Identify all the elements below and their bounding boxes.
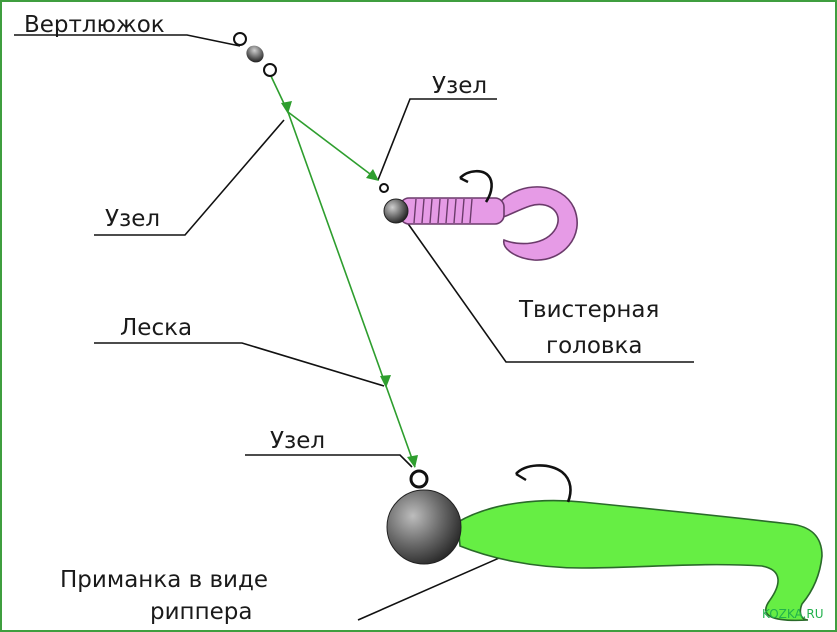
arrow-knot-top <box>366 169 379 181</box>
twister-tail <box>499 186 578 261</box>
watermark: KOZKA.RU <box>762 607 823 621</box>
leader-knot-bottom <box>245 454 413 468</box>
leader-twister-head <box>403 217 694 363</box>
twister-ribs <box>413 198 473 224</box>
line-branch-twister <box>287 111 379 181</box>
ripper-hook-icon <box>514 464 572 503</box>
leader-knot-left <box>94 119 285 236</box>
swivel-ring-bottom <box>263 63 277 77</box>
fishing-line <box>269 73 416 468</box>
arrow-knot-bottom <box>407 455 418 468</box>
twister-lure <box>379 169 578 261</box>
label-ripper-1: Приманка в виде <box>60 567 268 593</box>
label-line: Леска <box>120 315 192 341</box>
twister-hook-barb <box>459 176 469 184</box>
label-twister-head-2: головка <box>546 333 642 359</box>
label-knot-left: Узел <box>105 206 160 232</box>
ripper-jig-head <box>386 489 462 565</box>
leader-swivel <box>14 34 241 47</box>
arrow-line <box>380 375 391 388</box>
ripper-hook-barb <box>515 472 527 482</box>
ripper-body <box>457 499 823 622</box>
leader-knot-top <box>377 98 497 181</box>
label-ripper-2: риппера <box>150 599 252 625</box>
twister-head-ring <box>379 183 389 193</box>
swivel-ring-top <box>233 32 247 46</box>
label-swivel: Вертлюжок <box>24 12 165 38</box>
line-arrows <box>281 101 418 468</box>
ripper-lure <box>386 464 823 622</box>
line-branch-ripper <box>287 111 416 468</box>
arrow-knot-left <box>281 101 292 114</box>
label-knot-top: Узел <box>432 73 487 99</box>
label-twister-head-1: Твистерная <box>518 297 659 323</box>
swivel <box>233 32 277 77</box>
twister-jig-head <box>383 198 409 224</box>
label-knot-bottom: Узел <box>270 428 325 454</box>
ripper-head-ring <box>409 469 429 489</box>
leader-line <box>94 342 385 387</box>
swivel-barrel <box>246 45 264 63</box>
leader-lines <box>14 34 694 621</box>
twister-hook-icon <box>459 169 493 203</box>
